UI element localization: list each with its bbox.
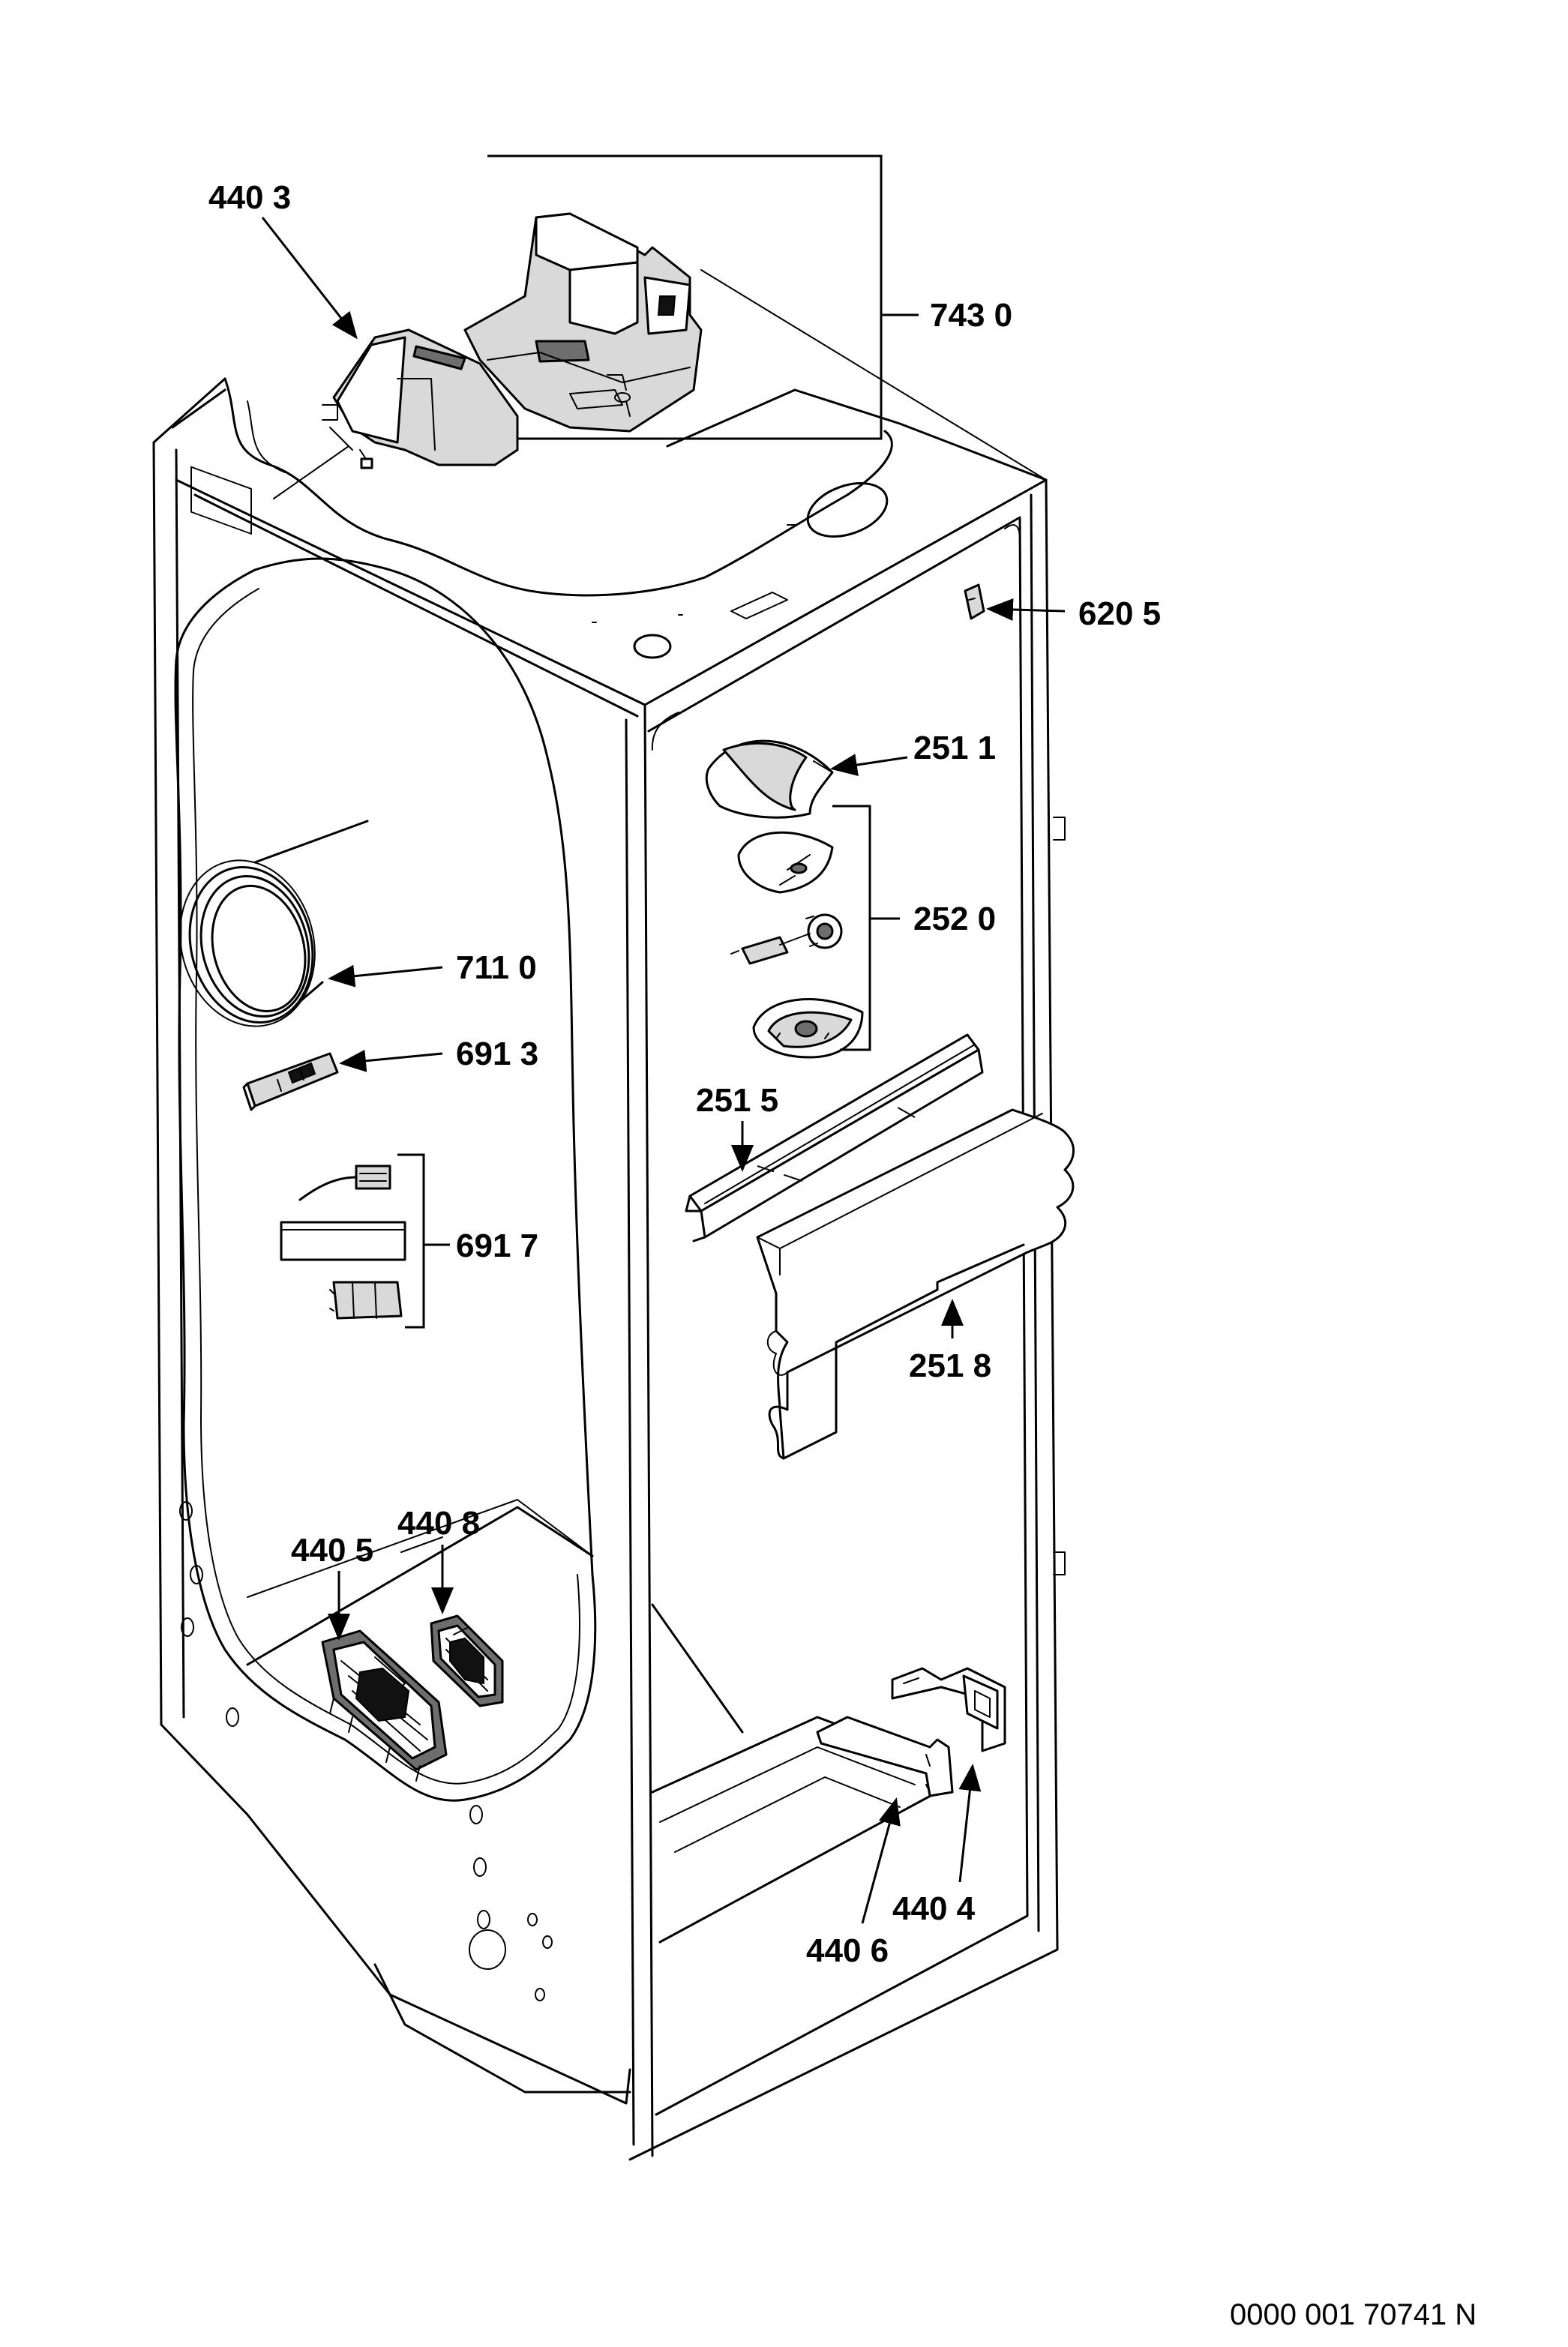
part-251-8-panel xyxy=(756,1108,1075,1460)
part-743-0-bracket xyxy=(487,154,883,440)
label-440-6: 440 6 xyxy=(806,1932,889,1969)
part-440-3-leader xyxy=(261,217,358,340)
part-440-4-leader xyxy=(958,1764,982,1883)
part-620-5-clip xyxy=(964,583,985,620)
part-691-7-bracket xyxy=(397,1153,450,1329)
cabinet-left-side-outer xyxy=(152,441,631,2105)
label-440-3: 440 3 xyxy=(208,179,291,216)
part-251-1-lamp-cover xyxy=(705,739,834,819)
label-251-5: 251 5 xyxy=(696,1082,778,1119)
label-252-0: 252 0 xyxy=(913,901,996,937)
part-440-3-connector xyxy=(273,445,349,499)
cabinet-top-left-edge xyxy=(152,377,226,444)
label-251-1: 251 1 xyxy=(913,730,996,766)
label-440-4: 440 4 xyxy=(892,1890,976,1927)
cabinet-right-notches xyxy=(1053,817,1066,1575)
part-440-3-unit xyxy=(322,328,519,469)
cabinet-inner-back-diagonal xyxy=(651,1603,744,1734)
part-440-4-bracket xyxy=(891,1667,1006,1752)
part-691-3-sensor xyxy=(242,1052,339,1111)
label-440-5: 440 5 xyxy=(291,1532,373,1569)
cabinet-left-void-floor xyxy=(246,1506,594,1666)
part-440-5-board xyxy=(321,1629,448,1782)
part-743-0-housing xyxy=(463,212,703,433)
part-440-6-bracket xyxy=(816,1716,954,1797)
label-691-7: 691 7 xyxy=(456,1227,538,1264)
label-251-8: 251 8 xyxy=(909,1347,991,1384)
part-252-0-bracket xyxy=(832,805,900,1051)
part-440-bracket-lines xyxy=(247,1499,593,1598)
part-labels: 440 3 743 0 620 5 251 1 252 0 711 0 691 … xyxy=(208,179,1161,1969)
cabinet-top-back-edge xyxy=(666,388,1048,481)
part-440-8-board xyxy=(430,1614,504,1707)
part-691-3-leader xyxy=(339,1049,443,1072)
cabinet-screw-holes xyxy=(179,1501,553,2001)
cabinet-bottom-base xyxy=(373,1963,631,2094)
cabinet-right-back-edge xyxy=(628,478,1059,2161)
label-620-5: 620 5 xyxy=(1078,595,1161,632)
part-743-0-connector xyxy=(700,269,1047,481)
part-252-0-lamp-assembly xyxy=(730,831,864,1059)
label-711-0: 711 0 xyxy=(456,949,537,986)
label-691-3: 691 3 xyxy=(456,1036,538,1072)
cabinet-front-frame-inner-rounded xyxy=(651,524,1021,751)
cabinet-left-torn-opening-inner xyxy=(192,588,580,1785)
part-711-0-leader xyxy=(328,964,443,988)
part-251-1-leader xyxy=(830,754,908,776)
part-440-6-leader xyxy=(861,1797,901,1924)
cabinet-bottom-tray-inner xyxy=(659,1746,916,1853)
cabinet-front-frame-outer xyxy=(625,703,654,2157)
document-id: 0000 001 70741 N xyxy=(1230,2298,1477,2331)
cabinet-left-torn-opening xyxy=(174,557,597,1802)
cabinet-top-details xyxy=(190,466,889,659)
label-440-8: 440 8 xyxy=(397,1505,480,1542)
part-620-5-leader xyxy=(986,598,1066,621)
part-711-0-coiled-wire xyxy=(179,820,369,1027)
cabinet-top-torn-edge-inner xyxy=(247,400,286,473)
cabinet-body xyxy=(152,377,1066,2161)
part-251-5-dashed-connector xyxy=(757,1102,916,1182)
label-743-0: 743 0 xyxy=(930,297,1012,334)
cabinet-front-top-edge xyxy=(175,478,1048,706)
cabinet-front-top-edge-inner xyxy=(193,493,639,718)
part-691-7-kit xyxy=(280,1165,406,1320)
